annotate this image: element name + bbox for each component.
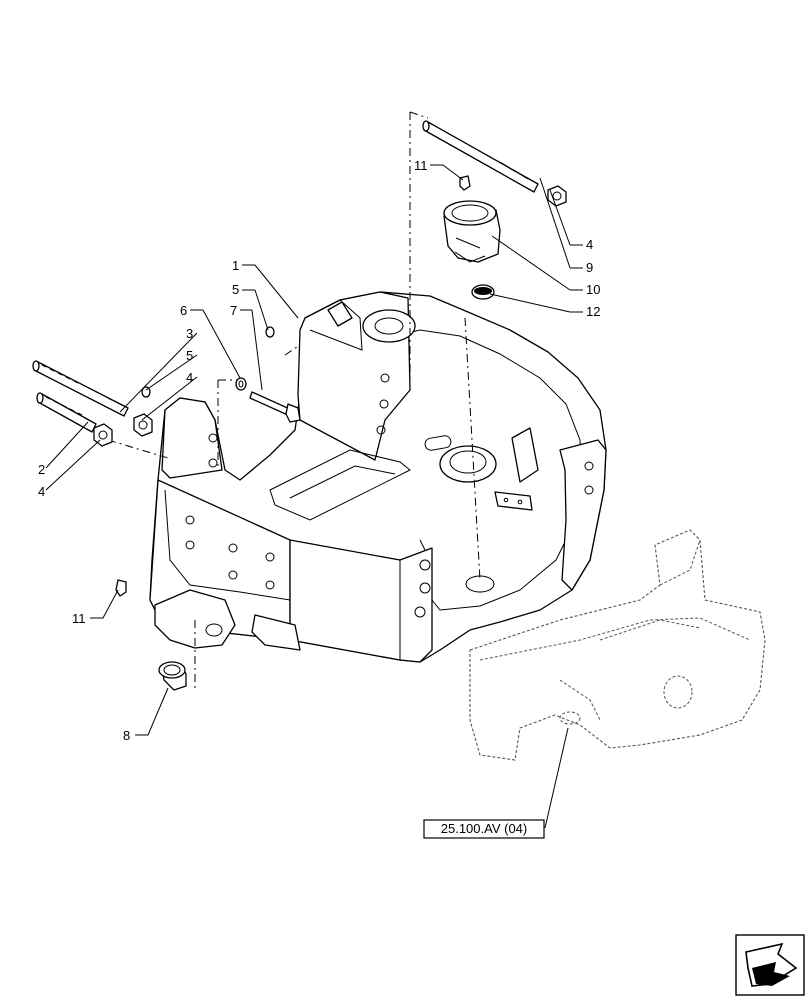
reference-link[interactable]: 25.100.AV (04) bbox=[423, 819, 545, 839]
reference-label[interactable]: 25.100.AV (04) bbox=[441, 821, 527, 836]
callout-4-left-lower: 4 bbox=[38, 484, 45, 499]
left-upper-nut bbox=[133, 413, 153, 437]
front-support-casting bbox=[149, 291, 607, 663]
callout-labels: 1 2 3 4 4 4 5 5 6 7 8 9 10 11 11 12 bbox=[38, 158, 600, 743]
callout-5-right: 5 bbox=[232, 282, 239, 297]
callout-10: 10 bbox=[586, 282, 600, 297]
callout-1: 1 bbox=[232, 258, 239, 273]
bushing-8 bbox=[158, 661, 187, 691]
left-nut bbox=[93, 423, 113, 447]
callout-11-top: 11 bbox=[414, 158, 428, 173]
bolt-7 bbox=[249, 391, 301, 423]
callout-11-left: 11 bbox=[72, 611, 86, 626]
grease-cap bbox=[471, 284, 495, 300]
washer-6 bbox=[235, 377, 247, 391]
callout-5-left: 5 bbox=[186, 348, 193, 363]
left-stud-upper bbox=[32, 360, 129, 417]
callout-4-left-upper: 4 bbox=[186, 370, 193, 385]
top-stud bbox=[422, 120, 539, 193]
top-nut bbox=[547, 185, 567, 207]
callout-4-right: 4 bbox=[586, 237, 593, 252]
loose-parts bbox=[32, 120, 567, 691]
centerlines bbox=[107, 111, 481, 690]
leader-lines bbox=[45, 164, 583, 829]
callout-3: 3 bbox=[186, 326, 193, 341]
callout-12: 12 bbox=[586, 304, 600, 319]
callout-8: 8 bbox=[123, 728, 130, 743]
left-stud-lower bbox=[36, 392, 97, 433]
callout-7: 7 bbox=[230, 303, 237, 318]
arrow-navigation-icon[interactable] bbox=[735, 934, 805, 996]
top-small-screw bbox=[459, 175, 471, 191]
bushing-housing bbox=[443, 200, 501, 263]
callout-2: 2 bbox=[38, 462, 45, 477]
callout-6: 6 bbox=[180, 303, 187, 318]
left-small-screw bbox=[115, 579, 127, 597]
callout-9: 9 bbox=[586, 260, 593, 275]
reference-ghost-part bbox=[469, 529, 766, 761]
left-washer bbox=[141, 386, 151, 398]
